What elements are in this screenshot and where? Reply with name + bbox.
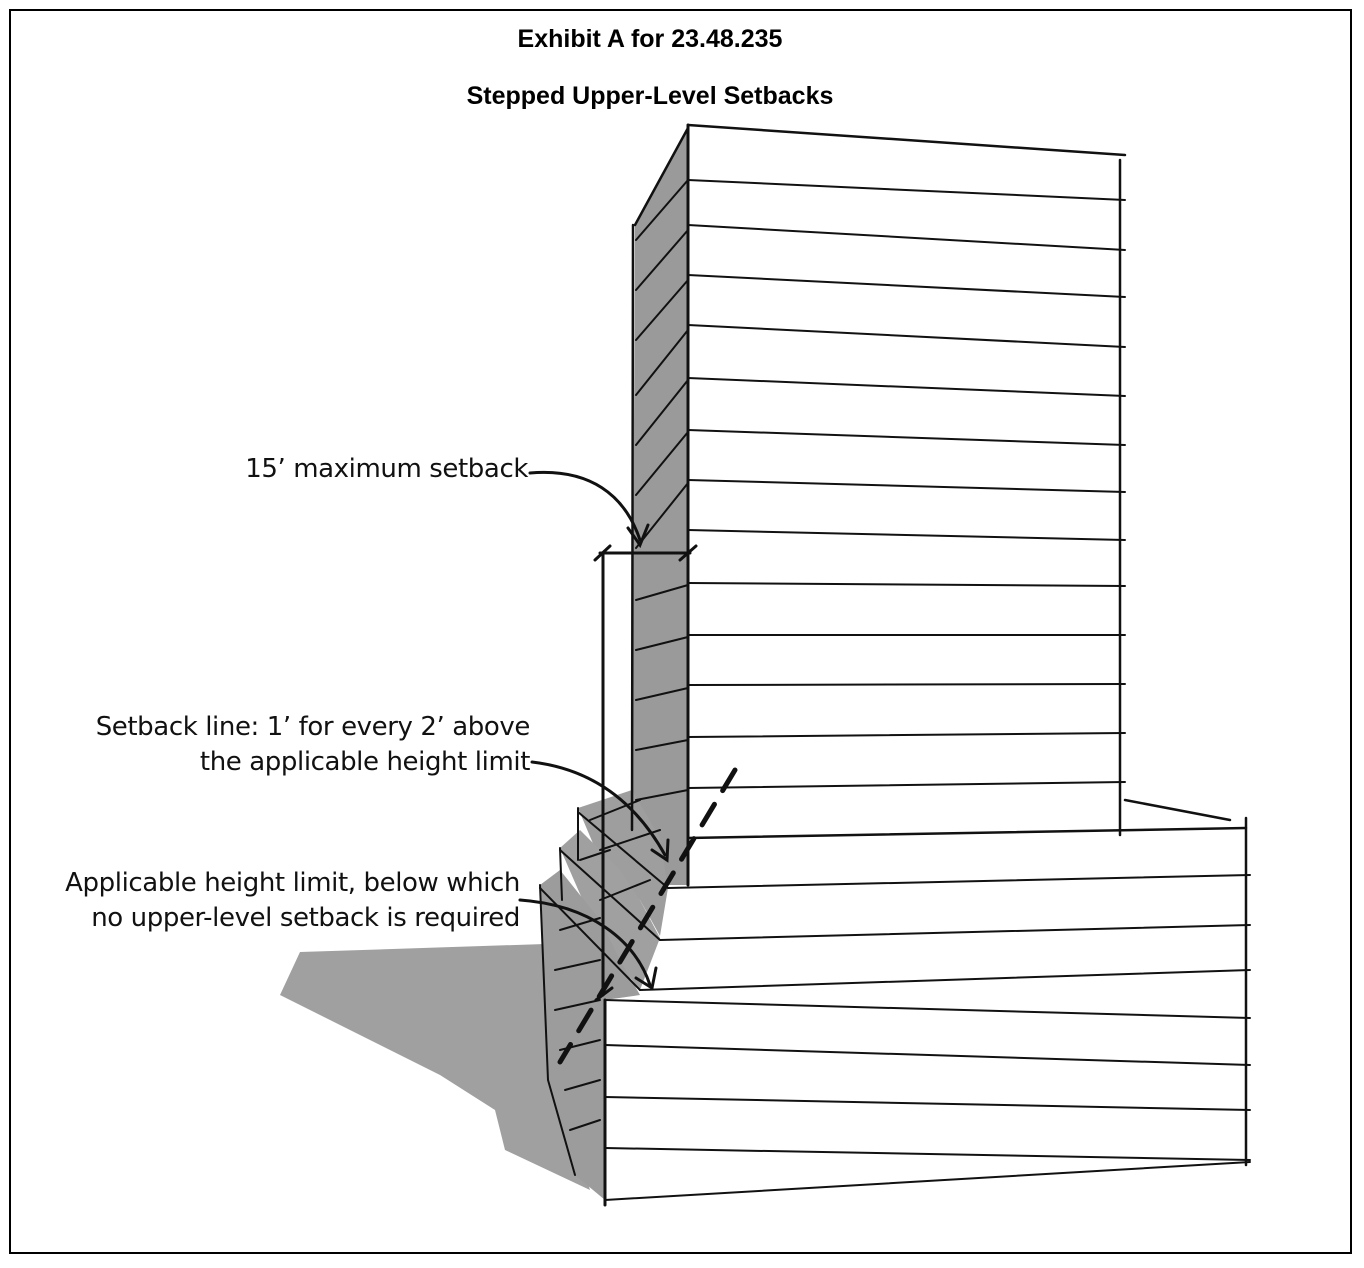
setback-line-label-line2: the applicable height limit [199, 747, 530, 777]
height-limit-label: Applicable height limit, below which no … [65, 866, 520, 936]
height-limit-label-line2: no upper-level setback is required [91, 903, 520, 933]
height-limit-label-line1: Applicable height limit, below which [65, 868, 520, 898]
podium-roof-edge [1123, 798, 1232, 822]
setback-line [557, 767, 738, 1065]
setback-line-label-line1: Setback line: 1’ for every 2’ above [95, 712, 531, 742]
setback-line-label: Setback line: 1’ for every 2’ above the … [95, 710, 531, 780]
base-side-face [540, 870, 640, 1200]
height-limit-leader [518, 898, 652, 987]
linework [518, 123, 1251, 1207]
setback-line-leader [530, 760, 667, 857]
step-face-2 [560, 830, 660, 990]
max-setback-leader [528, 470, 642, 542]
exhibit-title: Exhibit A for 23.48.235 [517, 25, 783, 53]
exhibit-frame [9, 9, 1352, 1254]
exhibit-subtitle: Stepped Upper-Level Setbacks [466, 82, 834, 110]
podium-top-edge [686, 826, 1248, 840]
tower-back-edge [630, 223, 635, 832]
tower-top-edge [686, 123, 1127, 157]
max-setback-label: 15’ maximum setback [245, 454, 528, 484]
ground-shadow [280, 944, 590, 1190]
tower-side-face [632, 128, 688, 885]
tower-roof-edge [633, 126, 690, 227]
